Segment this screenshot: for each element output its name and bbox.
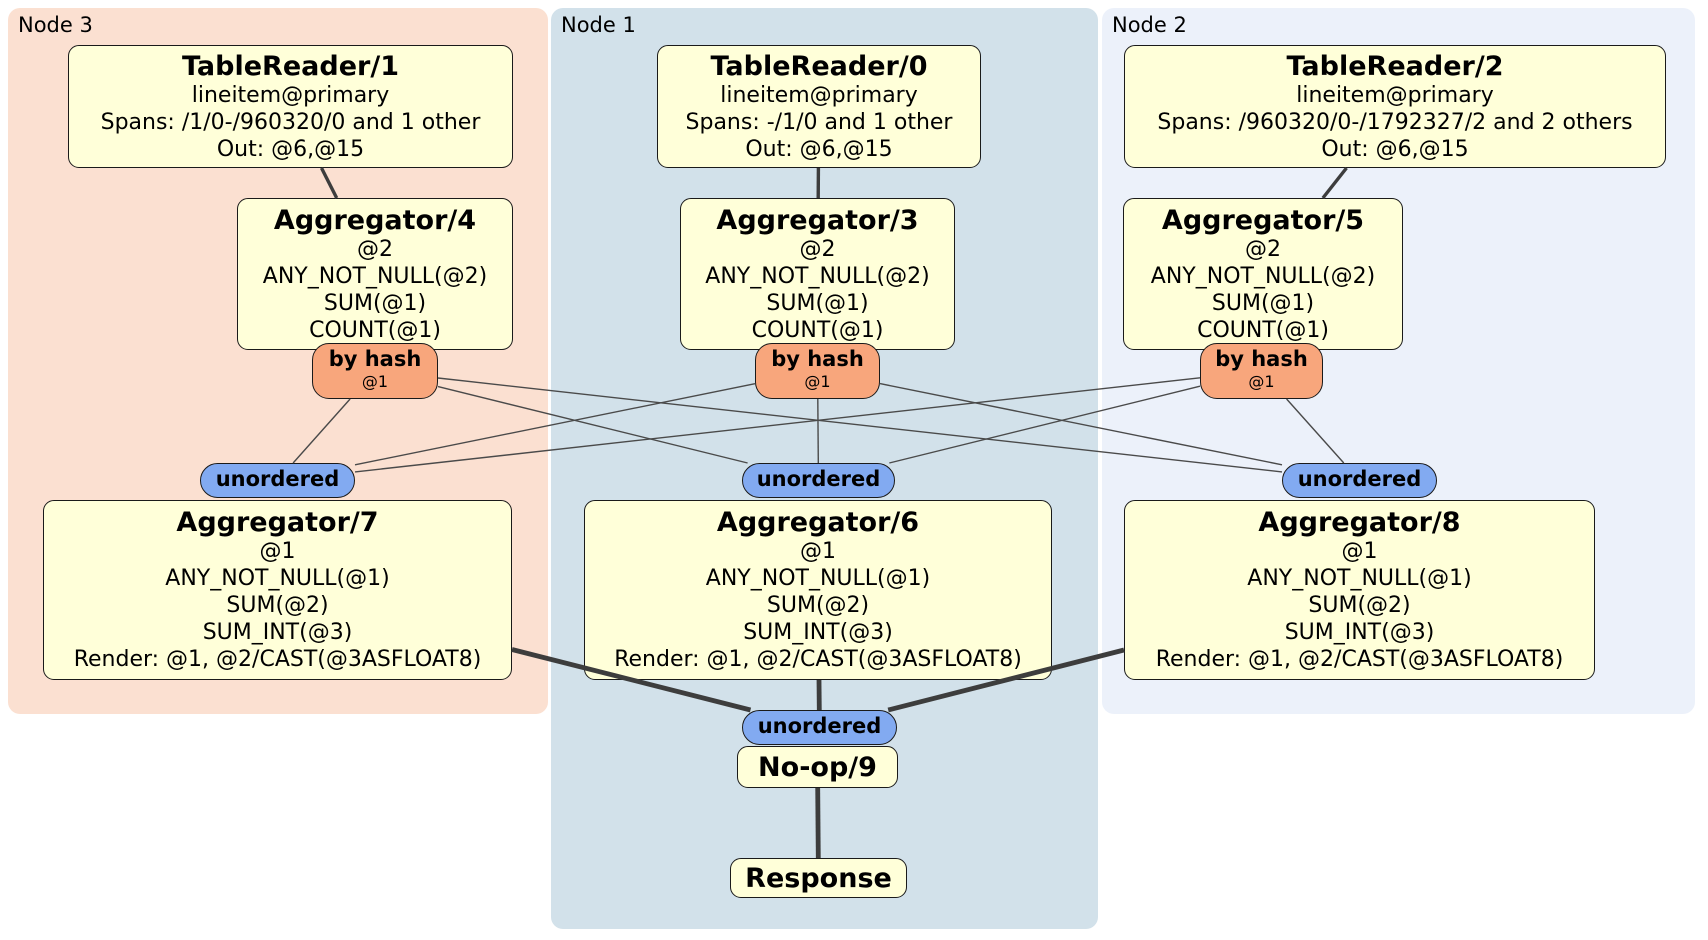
box-line: SUM(@1) [766,290,869,316]
node2-region-label: Node 2 [1112,13,1187,37]
router-key: @1 [1248,372,1275,391]
box-line: SUM_INT(@3) [202,620,353,645]
node1-region-label: Node 1 [561,13,636,37]
box-line: ANY_NOT_NULL(@1) [1247,566,1472,591]
tablereader-1-box: TableReader/1 lineitem@primary Spans: /1… [68,45,513,168]
box-line: Spans: /1/0-/960320/0 and 1 other [100,109,481,135]
box-title: No-op/9 [758,751,877,783]
box-title: Aggregator/6 [716,507,920,538]
aggregator-8-box: Aggregator/8 @1 ANY_NOT_NULL(@1) SUM(@2)… [1124,500,1595,680]
box-title: Aggregator/7 [176,507,379,538]
box-line: lineitem@primary [1296,82,1494,108]
box-line: Out: @6,@15 [1321,136,1469,162]
box-line: @2 [357,236,393,262]
box-line: SUM_INT(@3) [1284,620,1435,645]
box-line: @1 [1341,539,1378,564]
unordered-sync-node1: unordered [742,463,895,498]
aggregator-5-box: Aggregator/5 @2 ANY_NOT_NULL(@2) SUM(@1)… [1123,198,1403,350]
box-line: @2 [1245,236,1281,262]
box-line: Render: @1, @2/CAST(@3ASFLOAT8) [73,647,482,672]
box-title: Aggregator/8 [1258,507,1461,538]
tablereader-0-box: TableReader/0 lineitem@primary Spans: -/… [657,45,981,168]
by-hash-router-node1: by hash @1 [755,343,880,399]
unordered-sync-node2: unordered [1282,463,1437,498]
box-line: SUM(@1) [1211,290,1315,316]
box-line: lineitem@primary [191,82,390,108]
by-hash-router-node2: by hash @1 [1200,343,1323,399]
box-title: TableReader/1 [182,50,399,82]
box-line: SUM_INT(@3) [743,620,893,645]
node3-region-label: Node 3 [18,13,93,37]
box-line: COUNT(@1) [1197,317,1329,343]
aggregator-4-box: Aggregator/4 @2 ANY_NOT_NULL(@2) SUM(@1)… [237,198,513,350]
box-line: Render: @1, @2/CAST(@3ASFLOAT8) [1155,647,1564,672]
box-title: Response [745,862,892,894]
box-line: @2 [799,236,836,262]
box-line: SUM(@2) [1308,593,1411,618]
unordered-sync-node3: unordered [200,463,355,498]
box-line: Out: @6,@15 [745,136,893,162]
box-line: Spans: -/1/0 and 1 other [685,109,953,135]
box-line: SUM(@2) [766,593,870,618]
box-line: ANY_NOT_NULL(@2) [262,263,488,289]
box-title: Aggregator/3 [716,204,919,236]
noop-9-box: No-op/9 [737,746,898,788]
router-label: by hash [328,347,422,371]
box-title: TableReader/2 [1286,50,1504,82]
box-line: lineitem@primary [720,82,918,108]
unordered-sync-final: unordered [742,710,897,745]
router-label: by hash [771,347,864,371]
box-line: SUM(@1) [323,290,427,316]
box-line: SUM(@2) [226,593,329,618]
box-line: COUNT(@1) [309,317,441,343]
box-line: ANY_NOT_NULL(@1) [165,566,390,591]
aggregator-7-box: Aggregator/7 @1 ANY_NOT_NULL(@1) SUM(@2)… [43,500,512,680]
box-line: ANY_NOT_NULL(@2) [705,263,930,289]
box-line: Spans: /960320/0-/1792327/2 and 2 others [1157,109,1633,135]
box-title: Aggregator/4 [273,204,477,236]
box-line: Render: @1, @2/CAST(@3ASFLOAT8) [614,647,1022,672]
aggregator-6-box: Aggregator/6 @1 ANY_NOT_NULL(@1) SUM(@2)… [584,500,1052,680]
box-title: Aggregator/5 [1161,204,1365,236]
box-line: @1 [800,539,836,564]
aggregator-3-box: Aggregator/3 @2 ANY_NOT_NULL(@2) SUM(@1)… [680,198,955,350]
router-key: @1 [804,372,831,391]
router-label: by hash [1215,347,1308,371]
box-line: ANY_NOT_NULL(@1) [705,566,931,591]
box-line: @1 [259,539,296,564]
box-line: COUNT(@1) [751,317,884,343]
response-box: Response [730,858,907,898]
box-line: ANY_NOT_NULL(@2) [1150,263,1376,289]
tablereader-2-box: TableReader/2 lineitem@primary Spans: /9… [1124,45,1666,168]
box-line: Out: @6,@15 [216,136,365,162]
router-key: @1 [361,372,389,391]
box-title: TableReader/0 [710,50,928,82]
by-hash-router-node3: by hash @1 [312,343,438,399]
